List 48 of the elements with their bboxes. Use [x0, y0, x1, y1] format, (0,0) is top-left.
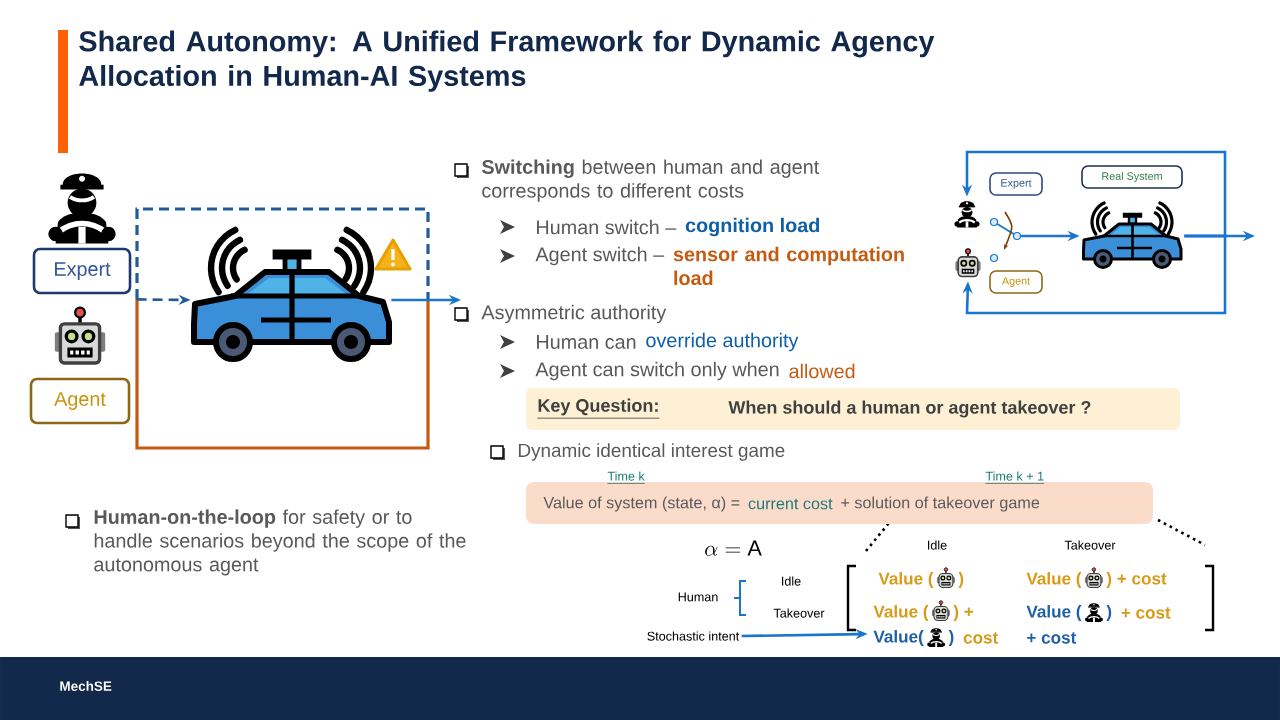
time-label: Time k + 1 — [985, 471, 1045, 484]
label-box: Real System — [1081, 165, 1183, 189]
matrix-text: ) — [958, 572, 964, 588]
bullet-text: Switching between human and agent corresponds to different costs — [481, 159, 820, 202]
matrix-text: + cost — [1027, 632, 1077, 644]
dashed-frame — [135, 207, 430, 299]
bullet-text: Human-on-the-loop for safety or to handle scenarios beyond the scope of the autonomous agent — [94, 509, 466, 576]
node-label: cost — [963, 632, 999, 644]
bullet-text: Agent switch – — [535, 246, 665, 266]
question-band: Key Question: When should a human or agent takeover ? — [526, 388, 1180, 430]
bullet-text: Asymmetric authority — [481, 304, 667, 324]
node-label: Value( — [873, 630, 924, 646]
label-box: Expert — [32, 247, 132, 295]
row-label: Stochastic intent — [647, 631, 740, 641]
time-label: Time k — [607, 471, 646, 484]
column-header: Idle — [928, 540, 947, 550]
node-label: Value ( — [873, 605, 929, 621]
car-drawing — [191, 226, 392, 362]
bullet-text: Human switch – — [537, 219, 677, 235]
footer-text: MechSE — [60, 681, 112, 691]
robot-icon — [955, 248, 981, 278]
formula-band: Value of system (state, α) = current cost + solution of takeover game — [526, 482, 1153, 524]
row-label: Takeover — [773, 608, 825, 618]
matrix-text: Value ( — [1026, 605, 1082, 621]
row-label: Human — [678, 592, 718, 602]
switch-contact — [1012, 231, 1022, 241]
label-box: Agent — [29, 377, 131, 425]
highlight-text: override authority — [646, 332, 799, 352]
label-box: Agent — [989, 270, 1043, 294]
highlight-text: cognition load — [685, 217, 820, 237]
bullet-text: Human can — [537, 335, 636, 349]
matrix-text: ) + cost — [1106, 572, 1167, 588]
driver-icon — [954, 201, 980, 228]
matrix-text: + cost — [1121, 607, 1171, 619]
matrix-cell: Value ( ) + Value( ) cost — [873, 600, 999, 647]
bullet-text: Dynamic identical interest game — [518, 443, 785, 461]
title: Shared Autonomy: A Unified Framework for Dynamic Agency Allocation in Human-AI Systems — [79, 30, 935, 92]
arrow — [962, 234, 1227, 315]
car-drawing — [1082, 201, 1183, 269]
node-label: ) + — [953, 605, 974, 621]
column-header: Takeover — [1064, 540, 1116, 550]
matrix-text: Value ( — [1026, 572, 1082, 588]
row-label: Idle — [782, 576, 801, 586]
matrix-text: ) — [1106, 605, 1112, 621]
label-box: Expert — [989, 172, 1043, 196]
highlight-text: sensor and computation load — [673, 246, 904, 286]
node-label: ) — [948, 630, 954, 646]
matrix-text: Value ( — [878, 572, 934, 588]
